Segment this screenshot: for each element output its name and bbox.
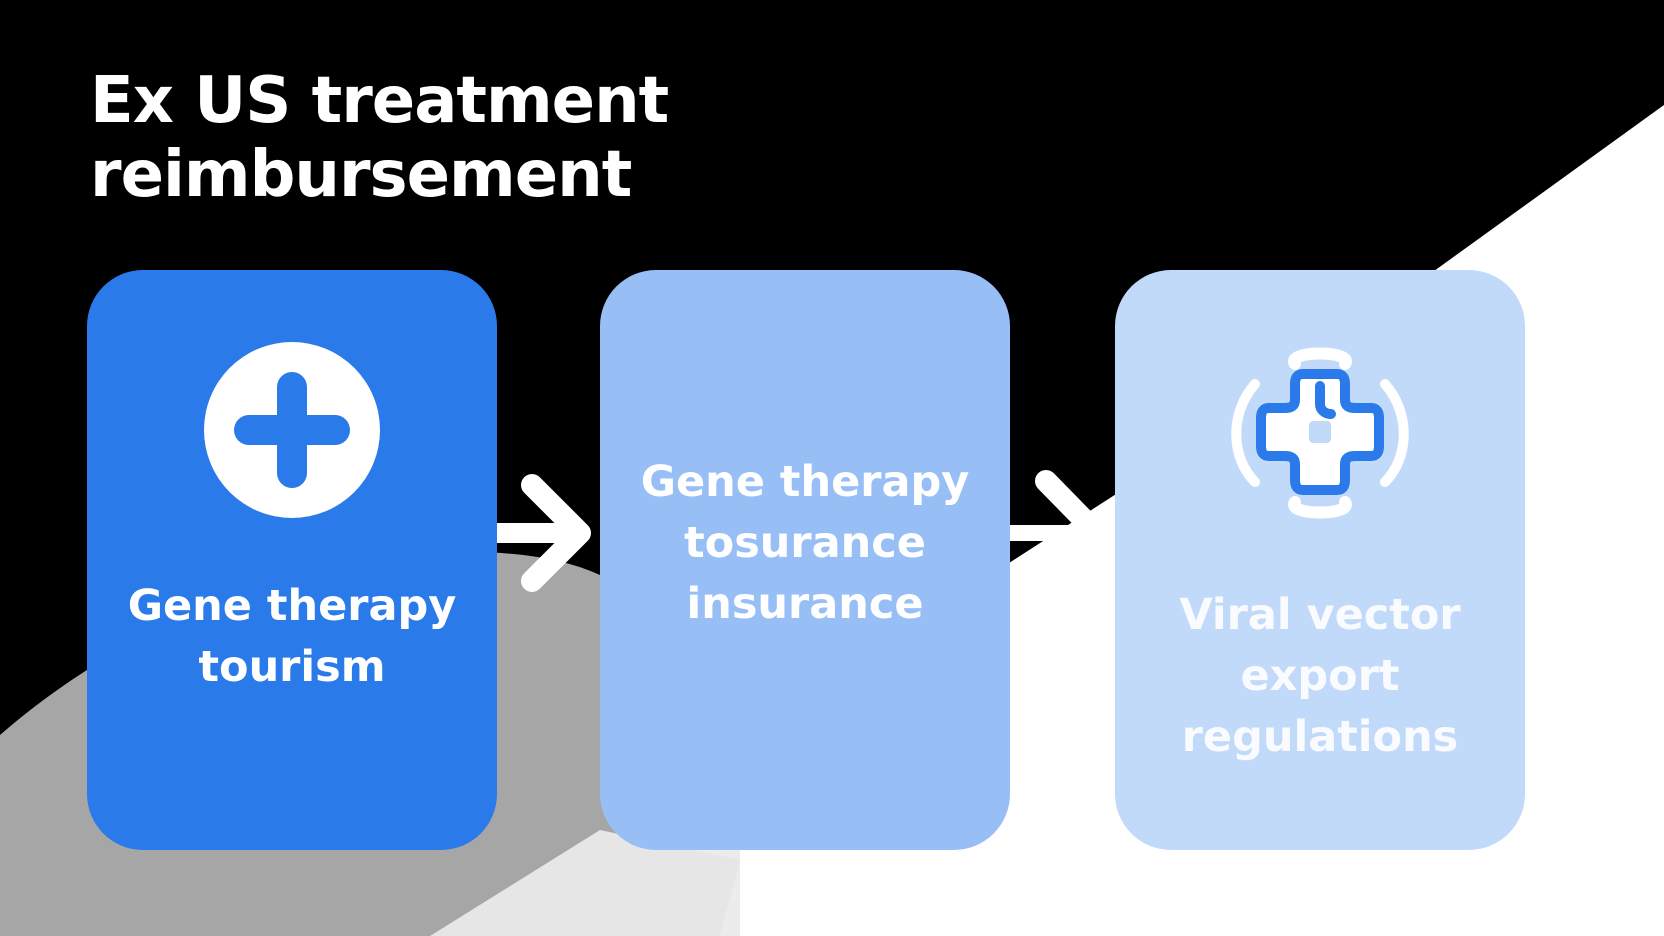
step-label: Gene therapy tosurance insurance	[640, 457, 970, 629]
step-card-viral-vector-export-regulations[interactable]: Viral vector export regulations	[1115, 270, 1525, 850]
step-card-gene-therapy-insurance[interactable]: Gene therapy tosurance insurance	[600, 270, 1010, 850]
slide-title: Ex US treatment reimbursement	[90, 64, 669, 212]
step-label: Viral vector export regulations	[1179, 590, 1461, 762]
arrow-right-icon	[1006, 470, 1103, 586]
step-card-gene-therapy-tourism[interactable]: Gene therapy tourism	[87, 270, 497, 850]
background-light-strip	[430, 830, 740, 936]
plus-circle-icon	[204, 342, 380, 518]
arrow-right-icon	[494, 474, 591, 592]
medical-cross-icon	[1231, 347, 1409, 519]
step-label: Gene therapy tourism	[127, 581, 457, 692]
